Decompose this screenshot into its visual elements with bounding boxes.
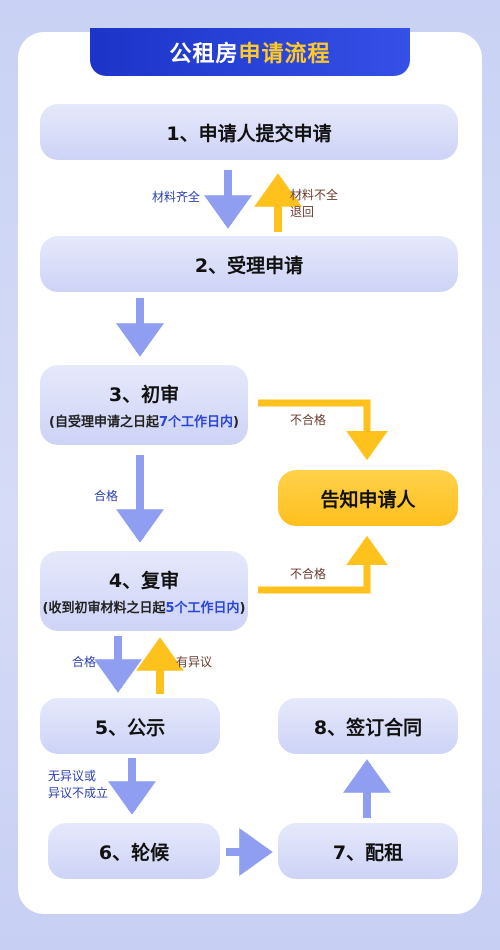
step-6-waiting: 6、轮候 <box>48 823 220 879</box>
arrow-fail-2 <box>258 535 388 594</box>
step-3-note-deadline: 7个工作日内 <box>158 415 234 430</box>
step-3-note: (自受理申请之日起7个工作日内) <box>49 411 239 430</box>
step-4-note-post: ) <box>239 601 246 616</box>
step-7-allocation: 7、配租 <box>278 823 458 879</box>
label-complete: 材料齐全 <box>152 190 201 204</box>
title-part2: 申请流程 <box>238 42 331 67</box>
step-3-label: 3、初审 <box>108 384 180 406</box>
notify-label: 告知申请人 <box>320 488 416 511</box>
step-4-note: (收到初审材料之日起5个工作日内) <box>43 597 246 616</box>
step-3-initial-review: 3、初审 (自受理申请之日起7个工作日内) <box>40 365 248 445</box>
step-7-label: 7、配租 <box>332 841 404 864</box>
label-fail-2: 不合格 <box>290 567 327 581</box>
step-4-note-deadline: 5个工作日内 <box>165 601 240 616</box>
step-8-sign-contract: 8、签订合同 <box>278 698 458 754</box>
step-3-note-post: ) <box>233 415 239 430</box>
step-4-note-pre: (收到初审材料之日起 <box>42 601 166 616</box>
notify-applicant: 告知申请人 <box>278 470 458 526</box>
label-incomplete: 材料不全 退回 <box>290 187 338 221</box>
label-fail-1: 不合格 <box>290 413 327 427</box>
label-incomplete-line2: 退回 <box>290 205 315 219</box>
label-incomplete-line1: 材料不全 <box>290 188 339 202</box>
title-part1: 公租房 <box>169 42 239 67</box>
step-1-submit: 1、申请人提交申请 <box>40 104 458 160</box>
step-6-label: 6、轮候 <box>98 841 170 864</box>
step-5-label: 5、公示 <box>94 716 166 739</box>
step-4-second-review: 4、复审 (收到初审材料之日起5个工作日内) <box>40 551 248 631</box>
label-no-objection: 无异议或 异议不成立 <box>48 768 108 802</box>
page-title: 公租房申请流程 <box>90 28 410 76</box>
step-1-label: 1、申请人提交申请 <box>166 122 332 145</box>
label-no-objection-line1: 无异议或 <box>48 769 97 783</box>
step-2-accept: 2、受理申请 <box>40 236 458 292</box>
step-3-note-pre: (自受理申请之日起 <box>49 415 159 430</box>
label-pass-1: 合格 <box>94 489 119 503</box>
label-objection: 有异议 <box>176 655 213 669</box>
step-5-publicity: 5、公示 <box>40 698 220 754</box>
step-2-label: 2、受理申请 <box>194 254 304 277</box>
step-8-label: 8、签订合同 <box>313 716 423 739</box>
step-4-label: 4、复审 <box>108 570 180 592</box>
label-pass-2: 合格 <box>72 655 97 669</box>
arrow-fail-1 <box>258 399 388 461</box>
label-no-objection-line2: 异议不成立 <box>48 786 109 800</box>
